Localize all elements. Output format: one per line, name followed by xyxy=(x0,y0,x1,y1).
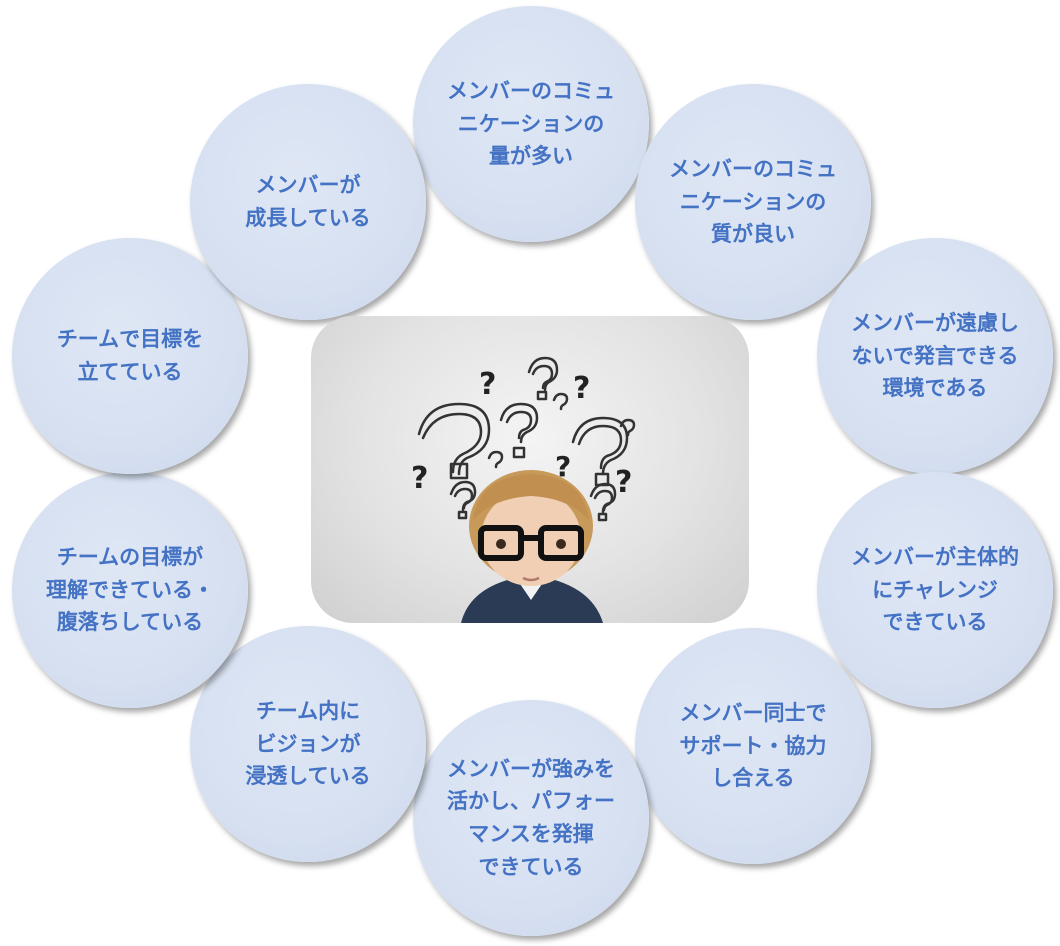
circle-label: チーム内に ビジョンが 浸透している xyxy=(245,699,371,789)
circle-label: メンバーのコミュ ニケーションの 量が多い xyxy=(447,79,615,169)
svg-text:?: ? xyxy=(555,450,571,483)
circle-label: メンバーが強みを 活かし、パフォー マンスを発揮 できている xyxy=(447,756,615,879)
svg-text:?: ? xyxy=(615,465,632,500)
circle-label: メンバーが遠慮し ないで発言できる 環境である xyxy=(851,311,1019,401)
circle-communication-quality: メンバーのコミュ ニケーションの 質が良い xyxy=(635,84,871,320)
center-photo: ? ? ? ? ? xyxy=(311,316,749,623)
circle-goal-understood: チームの目標が 理解できている・ 腹落ちしている xyxy=(12,472,248,708)
circle-safe-environment: メンバーが遠慮し ないで発言できる 環境である xyxy=(817,238,1053,474)
circle-label: チームで目標を 立てている xyxy=(56,327,204,384)
circle-mutual-support: メンバー同士で サポート・協力 し合える xyxy=(635,628,871,864)
svg-text:?: ? xyxy=(479,367,496,402)
svg-text:?: ? xyxy=(573,371,590,406)
circle-vision-shared: チーム内に ビジョンが 浸透している xyxy=(190,626,426,862)
circle-goal-setting: チームで目標を 立てている xyxy=(12,238,248,474)
child-with-question-marks-illustration: ? ? ? ? ? xyxy=(411,356,636,623)
circle-label: チームの目標が 理解できている・ 腹落ちしている xyxy=(46,545,214,635)
circle-label: メンバーが 成長している xyxy=(245,173,371,230)
circle-proactive-challenge: メンバーが主体的 にチャレンジ できている xyxy=(817,472,1053,708)
circle-label: メンバーが主体的 にチャレンジ できている xyxy=(851,545,1019,635)
svg-text:?: ? xyxy=(411,461,428,496)
circle-member-growth: メンバーが 成長している xyxy=(190,84,426,320)
circle-label: メンバー同士で サポート・協力 し合える xyxy=(679,701,827,791)
circle-label: メンバーのコミュ ニケーションの 質が良い xyxy=(669,157,837,247)
circle-strengths-performance: メンバーが強みを 活かし、パフォー マンスを発揮 できている xyxy=(413,700,649,936)
circle-communication-quantity: メンバーのコミュ ニケーションの 量が多い xyxy=(413,6,649,242)
